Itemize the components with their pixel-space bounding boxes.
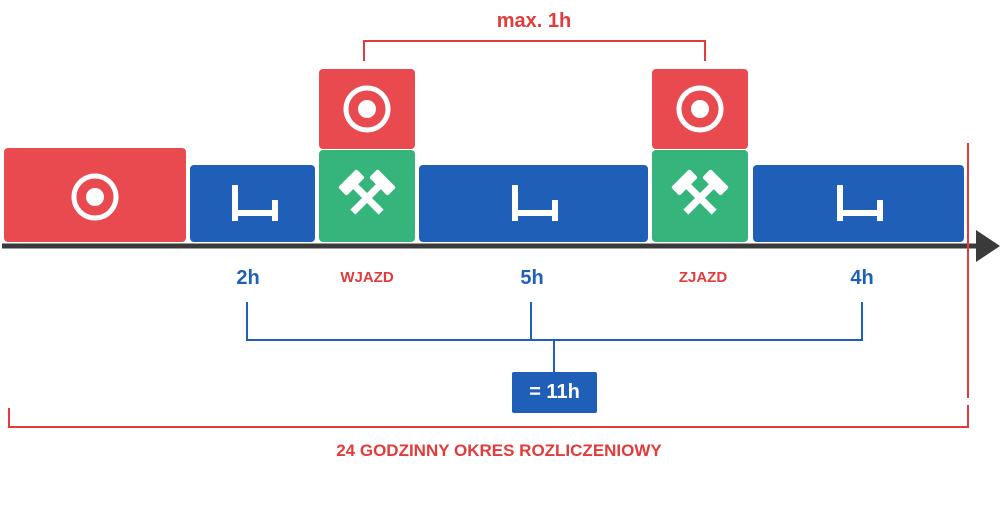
total-rest-badge: = 11h <box>512 372 597 413</box>
exit-label: ZJAZD <box>678 269 728 286</box>
driving-block-entry <box>319 69 415 149</box>
arrow-head-icon <box>976 230 1000 262</box>
driving-block-exit <box>652 69 748 149</box>
rest-duration-2: 5h <box>520 267 544 289</box>
max-bracket <box>363 40 706 61</box>
work-block-entry <box>319 150 415 242</box>
sum-bracket <box>246 302 863 372</box>
max-break-label: max. 1h <box>496 10 572 32</box>
rest-duration-1: 2h <box>236 267 260 289</box>
rest-block-3 <box>753 165 964 242</box>
rest-block-2 <box>419 165 648 242</box>
period-label: 24 GODZINNY OKRES ROZLICZENIOWY <box>336 441 662 460</box>
rest-block-1 <box>190 165 315 242</box>
driving-block-start <box>4 148 186 242</box>
period-bracket <box>8 405 969 428</box>
rest-duration-3: 4h <box>850 267 874 289</box>
work-block-exit <box>652 150 748 242</box>
entry-label: WJAZD <box>340 269 394 286</box>
